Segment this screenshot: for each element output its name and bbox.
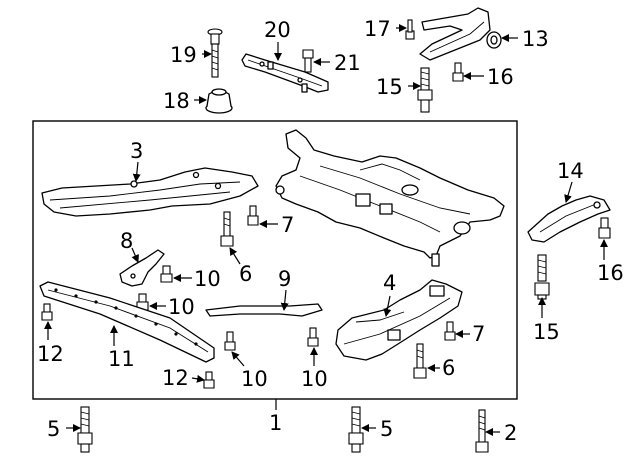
callout-16-upper: 16 (487, 65, 514, 89)
callout-9: 9 (278, 267, 291, 291)
part-20-bracket[interactable] (241, 53, 329, 93)
part-7-bolt-upper[interactable] (247, 205, 259, 226)
callout-10-c: 10 (241, 367, 268, 391)
callout-1: 1 (269, 411, 282, 435)
part-19-bolt[interactable] (207, 28, 223, 78)
part-21-bolt[interactable] (302, 49, 314, 73)
callout-17: 17 (364, 17, 391, 41)
callout-15-upper: 15 (376, 75, 403, 99)
part-6-bolt-lower[interactable] (413, 343, 427, 379)
part-6-bolt-upper[interactable] (220, 211, 234, 247)
assembly-frame (32, 120, 518, 400)
part-15-bolt-upper[interactable] (417, 67, 433, 113)
callout-10-d: 10 (301, 367, 328, 391)
part-13-control-arm[interactable] (419, 7, 502, 61)
part-4-crossmember[interactable] (335, 279, 463, 361)
part-16-bolt-upper[interactable] (452, 62, 464, 82)
callout-13: 13 (522, 27, 549, 51)
callout-20: 20 (264, 18, 291, 42)
part-10-bolt-d[interactable] (307, 327, 319, 347)
part-7-bolt-lower[interactable] (444, 321, 456, 341)
part-15-bolt-lower[interactable] (534, 254, 550, 300)
part-2-bolt[interactable] (475, 409, 489, 453)
callout-12-upper: 12 (37, 342, 64, 366)
part-10-bolt-c[interactable] (224, 331, 236, 351)
part-12-bolt-lower[interactable] (203, 371, 215, 389)
part-17-bolt[interactable] (405, 19, 415, 40)
part-11-long-brace[interactable] (39, 281, 215, 363)
callout-10-a: 10 (194, 267, 221, 291)
callout-21: 21 (334, 51, 361, 75)
callout-19: 19 (170, 43, 197, 67)
callout-16-lower: 16 (597, 261, 624, 285)
leader-lines (44, 24, 608, 436)
callout-8: 8 (120, 229, 133, 253)
callout-12-lower: 12 (162, 366, 189, 390)
callout-6-upper: 6 (239, 262, 252, 286)
callout-11: 11 (108, 347, 135, 371)
callout-18: 18 (163, 89, 190, 113)
callout-4: 4 (383, 271, 396, 295)
part-10-bolt-a[interactable] (160, 265, 173, 283)
callout-6-lower: 6 (442, 356, 455, 380)
part-16-bolt-lower[interactable] (598, 217, 611, 239)
part-18-mount[interactable] (205, 88, 233, 114)
callout-2: 2 (504, 421, 517, 445)
callout-15-lower: 15 (533, 320, 560, 344)
part-12-bolt-upper[interactable] (41, 303, 53, 321)
part-8-bracket[interactable] (119, 249, 165, 287)
callout-labels: 19 18 20 21 17 13 15 16 14 16 15 3 7 6 8… (37, 17, 624, 445)
callout-3: 3 (130, 139, 143, 163)
part-9-brace[interactable] (205, 303, 323, 317)
main-subframe[interactable] (275, 129, 505, 267)
part-5-bolt-right[interactable] (348, 406, 364, 453)
callout-7-upper: 7 (281, 213, 294, 237)
callout-5-left: 5 (47, 417, 60, 441)
callout-10-b: 10 (168, 295, 195, 319)
callout-14: 14 (557, 159, 584, 183)
part-5-bolt-left[interactable] (77, 406, 93, 453)
part-3-crossmember[interactable] (41, 167, 259, 217)
callout-5-right: 5 (380, 417, 393, 441)
callout-7-lower: 7 (472, 322, 485, 346)
part-14-control-arm[interactable] (527, 195, 611, 243)
